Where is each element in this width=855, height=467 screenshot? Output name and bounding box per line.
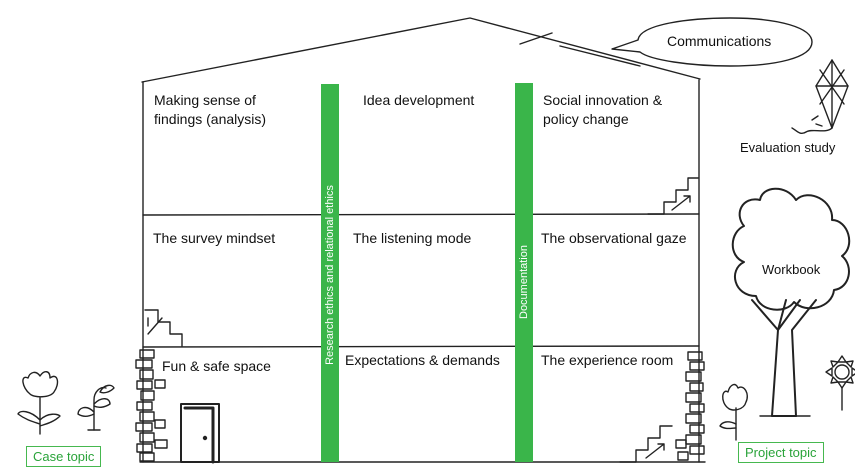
kite-icon	[791, 59, 849, 135]
pillar-right-label: Documentation	[518, 245, 530, 319]
room-mid-center: The listening mode	[353, 230, 472, 246]
speech-bubble	[611, 17, 813, 67]
communications-label: Communications	[667, 33, 772, 49]
sprout-icon	[77, 384, 115, 431]
room-bottom-center: Expectations & demands	[345, 352, 500, 368]
chimney-gap	[519, 32, 641, 67]
tree-icon	[731, 187, 851, 417]
room-top-left-line-1: Making sense of	[154, 92, 256, 108]
stairs-top-right	[647, 177, 699, 215]
workbook-label: Workbook	[762, 262, 821, 277]
stairs-middle-left	[144, 309, 183, 347]
bricks-left	[135, 349, 168, 462]
tulip-icon	[17, 371, 61, 435]
project-topic-tag: Project topic	[738, 442, 824, 463]
room-mid-left: The survey mindset	[153, 230, 276, 246]
roof-outline	[141, 17, 701, 83]
evaluation-study-label: Evaluation study	[740, 140, 836, 155]
stairs-bottom-right	[619, 425, 673, 463]
bricks-right	[675, 351, 705, 461]
room-top-right-line-1: Social innovation &	[543, 92, 663, 108]
room-top-left-line-2: findings (analysis)	[154, 111, 267, 127]
room-top-right-line-2: policy change	[543, 111, 629, 127]
door	[180, 403, 220, 464]
floor-line-1	[142, 213, 700, 216]
room-bottom-left: Fun & safe space	[162, 358, 271, 374]
room-mid-right: The observational gaze	[541, 230, 687, 246]
floor-line-2	[142, 345, 700, 348]
pillar-right	[515, 83, 533, 462]
sunflower-icon	[825, 355, 855, 411]
room-bottom-right: The experience room	[541, 352, 674, 368]
case-topic-tag: Case topic	[26, 446, 102, 467]
pillar-left	[321, 84, 339, 462]
rose-icon	[719, 383, 748, 441]
room-top-center: Idea development	[363, 92, 475, 108]
pillar-left-label: Research ethics and relational ethics	[324, 185, 336, 365]
